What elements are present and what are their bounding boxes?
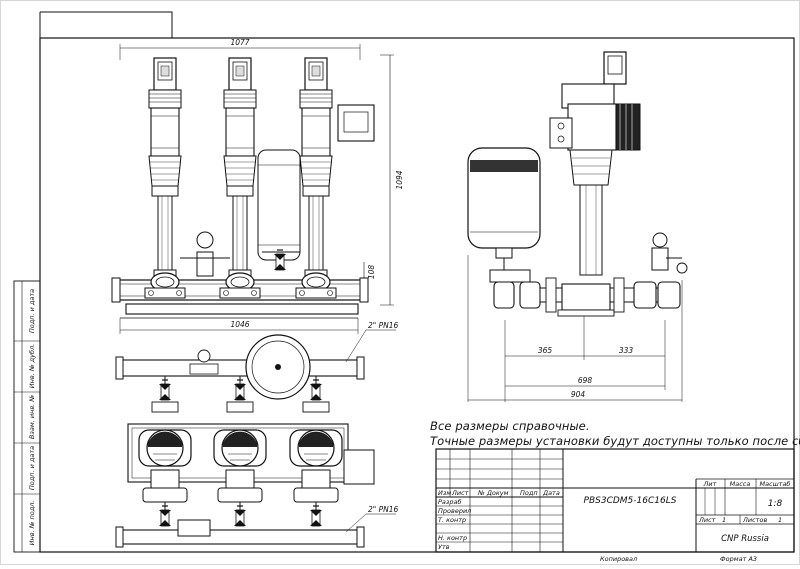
tb-scale-value: 1:8 [768,499,783,509]
tb-format: Формат А3 [720,555,757,563]
tb-lit: Лит [703,480,717,488]
tb-row-tkontr: Т. контр [438,516,466,524]
note-line-2: Точные размеры установки будут доступны … [430,434,800,448]
front-view: 1077 1094 108 [111,38,404,334]
tb-kopiroval: Копировал [600,555,637,563]
dim-1046: 1046 [230,320,249,329]
dim-698: 698 [578,376,593,385]
dim-365: 365 [538,346,553,355]
top-view: 2" PN16 2" PN16 [115,321,399,548]
tb-row-nkontr: Н. контр [438,534,467,542]
tb-col-podp: Подп [520,489,538,497]
pipe-label-top: 2" PN16 [368,321,399,330]
tb-col-ndokum: № Докум [477,489,509,497]
tb-masshtab: Масштаб [760,480,791,488]
tb-designation: PBS3CDM5-16C16LS [584,496,677,506]
side-stamp-5: Инв. № подл. [28,501,36,546]
dim-108: 108 [367,265,376,280]
dim-1077: 1077 [230,38,249,47]
side-view: 365 333 698 904 [467,51,688,402]
tb-sheets-label: Листов [742,516,767,524]
pipe-label-bottom: 2" PN16 [368,505,399,514]
dim-333: 333 [619,346,634,355]
tb-row-razrab: Разраб [438,498,461,506]
tb-col-list: Лист [451,489,469,497]
title-block: Изм Лист № Докум Подп Дата Разраб Провеp… [435,448,795,563]
tb-sheets-value: 1 [778,516,782,524]
tb-massa: Масса [730,480,751,488]
note-line-1: Все размеры справочные. [430,419,590,433]
tb-col-izm: Изм [438,489,451,497]
tb-sheet-value: 1 [722,516,726,524]
side-stamp-2: Инв. № дубл. [28,344,36,388]
tb-sheet-label: Лист [698,516,716,524]
dim-904: 904 [571,390,586,399]
side-stamp-4: Подп. и дата [28,446,36,490]
tb-company: CNP Russia [721,534,769,544]
tb-col-data: Дата [542,489,560,497]
dim-1094: 1094 [395,170,404,189]
top-left-block [39,11,173,39]
tb-row-provepil: Провеpил [438,507,471,515]
side-stamp-3: Взам. инв. № [28,395,36,439]
side-stamp-box [13,280,41,553]
tb-row-utv: Утв [438,543,450,551]
side-stamp-1: Подп. и дата [28,289,36,333]
